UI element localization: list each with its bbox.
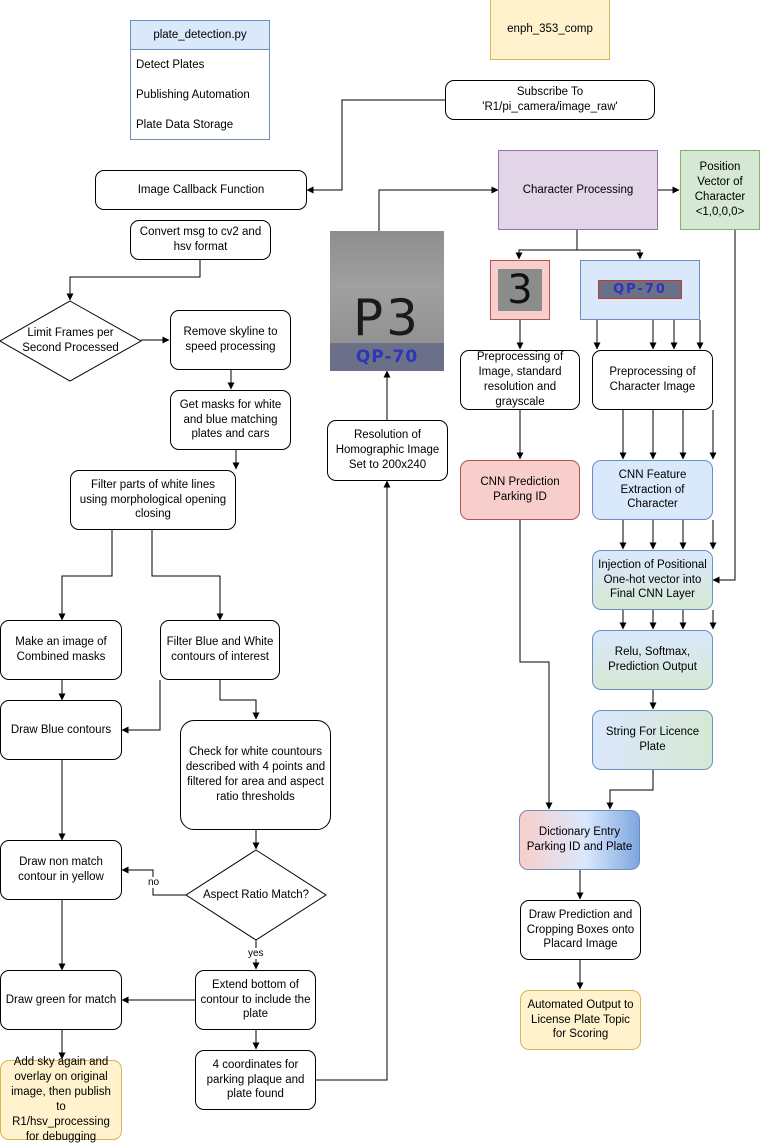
coords-node: 4 coordinates for parking plaque and pla… <box>195 1050 316 1110</box>
draw-nonmatch-node: Draw non match contour in yellow <box>0 840 122 900</box>
edge-filter-combined <box>58 530 113 621</box>
resolution-node: Resolution of Homographic Image Set to 2… <box>327 420 448 481</box>
relu-node: Relu, Softmax, Prediction Output <box>592 630 713 690</box>
plate-chars-text: QP-70 <box>598 280 682 299</box>
diamond-limit-frames <box>0 300 143 382</box>
parking-char-image: 3 <box>490 260 550 320</box>
class-box-title: plate_detection.py <box>131 21 269 50</box>
subscribe-node: Subscribe To 'R1/pi_camera/image_raw' <box>445 80 655 120</box>
image-callback-node: Image Callback Function <box>95 170 307 210</box>
combined-masks-node: Make an image of Combined masks <box>0 620 122 680</box>
class-item-detect: Detect Plates <box>136 59 205 71</box>
injection-node: Injection of Positional One-hot vector i… <box>592 550 713 610</box>
edge-coords-resolution <box>316 480 391 1081</box>
add-sky-node: Add sky again and overlay on original im… <box>0 1056 122 1143</box>
get-masks-node: Get masks for white and blue matching pl… <box>170 390 291 450</box>
diamond-aspect-match <box>185 849 327 941</box>
edge-label-no: no <box>147 877 161 888</box>
edge-subscribe-callback <box>306 99 445 194</box>
draw-prediction-node: Draw Prediction and Cropping Boxes onto … <box>520 900 641 960</box>
homography-image: P3 QP-70 <box>330 231 444 371</box>
homography-text: P3 <box>353 289 421 347</box>
draw-blue-node: Draw Blue contours <box>0 700 122 760</box>
class-item-publish: Publishing Automation <box>136 89 250 101</box>
edge-cnnparking-dict <box>519 520 553 810</box>
convert-node: Convert msg to cv2 and hsv format <box>130 220 271 260</box>
filter-contours-node: Filter Blue and White contours of intere… <box>160 620 280 680</box>
string-plate-node: String For Licence Plate <box>592 710 713 770</box>
remove-skyline-node: Remove skyline to speed processing <box>170 310 291 370</box>
position-vector-node: Position Vector of Character <1,0,0,0> <box>680 150 760 230</box>
cnn-parking-node: CNN Prediction Parking ID <box>460 460 580 520</box>
plate-char-image: QP-70 <box>580 260 700 320</box>
edge-convert-limit <box>66 260 201 301</box>
edge-filter-contours <box>151 530 224 621</box>
draw-green-node: Draw green for match <box>0 970 122 1030</box>
class-item-storage: Plate Data Storage <box>136 119 234 131</box>
homography-plate-text: QP-70 <box>330 343 444 371</box>
edge-position-inject <box>712 230 736 584</box>
preproc-image-node: Preprocessing of Image, standard resolut… <box>460 350 580 410</box>
edge-charproc-plate <box>577 249 644 260</box>
extend-bottom-node: Extend bottom of contour to include the … <box>195 970 316 1030</box>
plate-detection-class-box: plate_detection.py Detect Plates Publish… <box>130 20 270 140</box>
filter-lines-node: Filter parts of white lines using morpho… <box>70 470 236 530</box>
limit-frames-label: Limit Frames per Second Processed <box>22 327 119 354</box>
comp-node: enph_353_comp <box>490 0 610 60</box>
aspect-match-label: Aspect Ratio Match? <box>202 888 310 901</box>
edge-charproc-char3 <box>515 230 578 260</box>
automated-output-node: Automated Output to License Plate Topic … <box>520 990 641 1050</box>
char-processing-node: Character Processing <box>498 150 658 230</box>
edge-string-dict <box>606 770 654 810</box>
check-white-node: Check for white countours described with… <box>180 720 331 830</box>
edge-image-charproc <box>378 186 499 231</box>
edge-contours-check <box>219 680 260 720</box>
cnn-feature-node: CNN Feature Extraction of Character <box>592 460 713 520</box>
edge-label-yes: yes <box>247 948 265 959</box>
parking-char-text: 3 <box>498 267 542 313</box>
dictionary-node: Dictionary Entry Parking ID and Plate <box>519 810 640 870</box>
preproc-char-node: Preprocessing of Character Image <box>592 350 713 410</box>
edge-contours-drawblue <box>121 680 161 734</box>
